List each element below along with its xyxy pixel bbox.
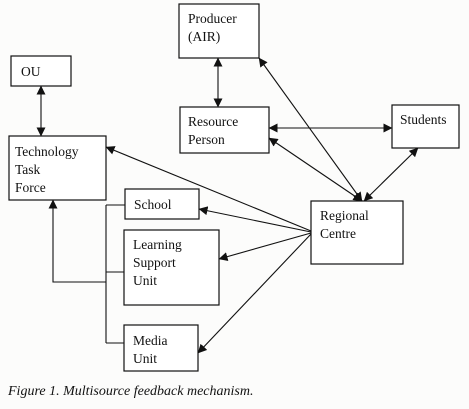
technology-task-force-box — [8, 135, 107, 201]
students-box — [391, 104, 460, 149]
edge-students-regional — [363, 147, 419, 202]
learning-support-unit-box — [123, 229, 220, 306]
regional-centre-box — [310, 200, 404, 265]
edge-regional-ttf — [105, 146, 312, 232]
edge-regional-school — [198, 206, 312, 233]
media-unit-box — [123, 324, 199, 372]
ou-box — [10, 55, 72, 87]
edge-regional-media — [197, 233, 312, 354]
edge-bus-to-ttf — [48, 199, 106, 283]
resource-person-label: Resource Person — [188, 114, 242, 147]
school-box — [124, 188, 200, 220]
producer-box — [178, 3, 260, 59]
regional-centre-label: Regional Centre — [320, 208, 372, 241]
producer-label: Producer (AIR) — [188, 11, 240, 44]
edge-producer-regional — [258, 57, 363, 202]
ou-label: OU — [21, 64, 41, 79]
learning-support-unit-label: Learning Support Unit — [133, 237, 185, 288]
media-unit-label: Media Unit — [133, 333, 171, 366]
resource-person-box — [179, 106, 270, 154]
school-label: School — [134, 197, 172, 212]
technology-task-force-label: Technology Task Force — [15, 144, 82, 195]
edge-regional-lsu — [218, 232, 312, 262]
figure-caption: Figure 1. Multisource feedback mechanism… — [8, 384, 254, 399]
edge-resource-regional — [268, 137, 363, 202]
students-label: Students — [400, 112, 447, 127]
